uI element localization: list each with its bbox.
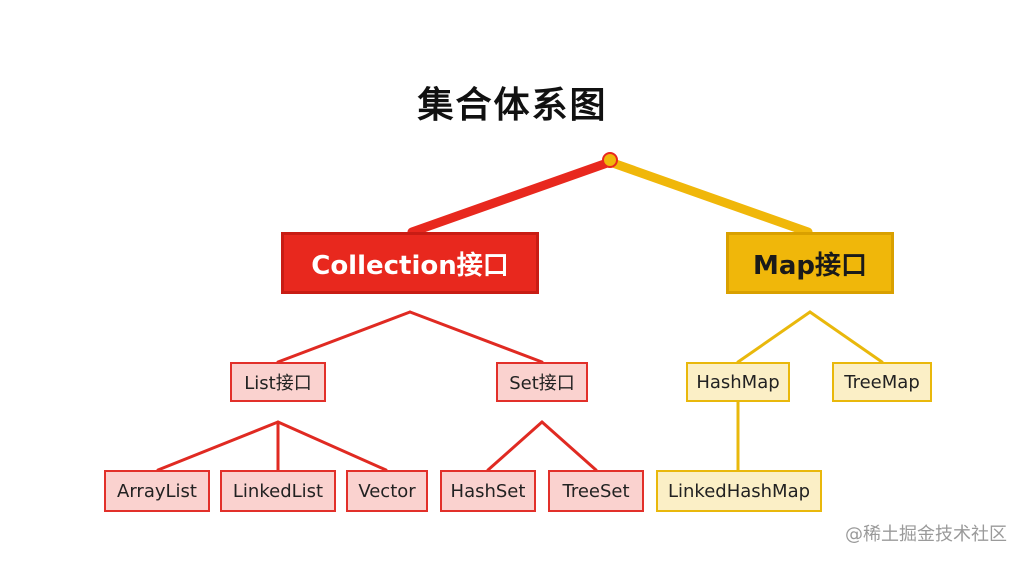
arraylist-node: ArrayList — [104, 470, 210, 512]
edge-map-treemap — [808, 310, 884, 364]
diagram-title: 集合体系图 — [417, 85, 608, 126]
root-node-dot — [602, 152, 618, 168]
edge-list-vector — [276, 420, 388, 472]
collection-interface-node: Collection接口 — [281, 232, 539, 294]
treemap-node: TreeMap — [832, 362, 932, 402]
watermark-text: @稀土掘金技术社区 — [845, 524, 1007, 545]
list-interface-node: List接口 — [230, 362, 326, 402]
edge-map-hashmap — [736, 310, 812, 364]
linkedhashmap-node: LinkedHashMap — [656, 470, 822, 512]
hashset-node: HashSet — [440, 470, 536, 512]
edge-list-arraylist — [156, 420, 280, 472]
hashmap-node: HashMap — [686, 362, 790, 402]
vector-node: Vector — [346, 470, 428, 512]
edge-collection-set — [408, 310, 544, 364]
linkedlist-node: LinkedList — [220, 470, 336, 512]
set-interface-node: Set接口 — [496, 362, 588, 402]
edge-root-collection — [407, 157, 615, 237]
map-interface-node: Map接口 — [726, 232, 894, 294]
edge-set-treeset — [540, 420, 598, 472]
edge-collection-list — [276, 310, 412, 364]
treeset-node: TreeSet — [548, 470, 644, 512]
edge-root-map — [605, 157, 813, 237]
edge-set-hashset — [486, 420, 544, 472]
